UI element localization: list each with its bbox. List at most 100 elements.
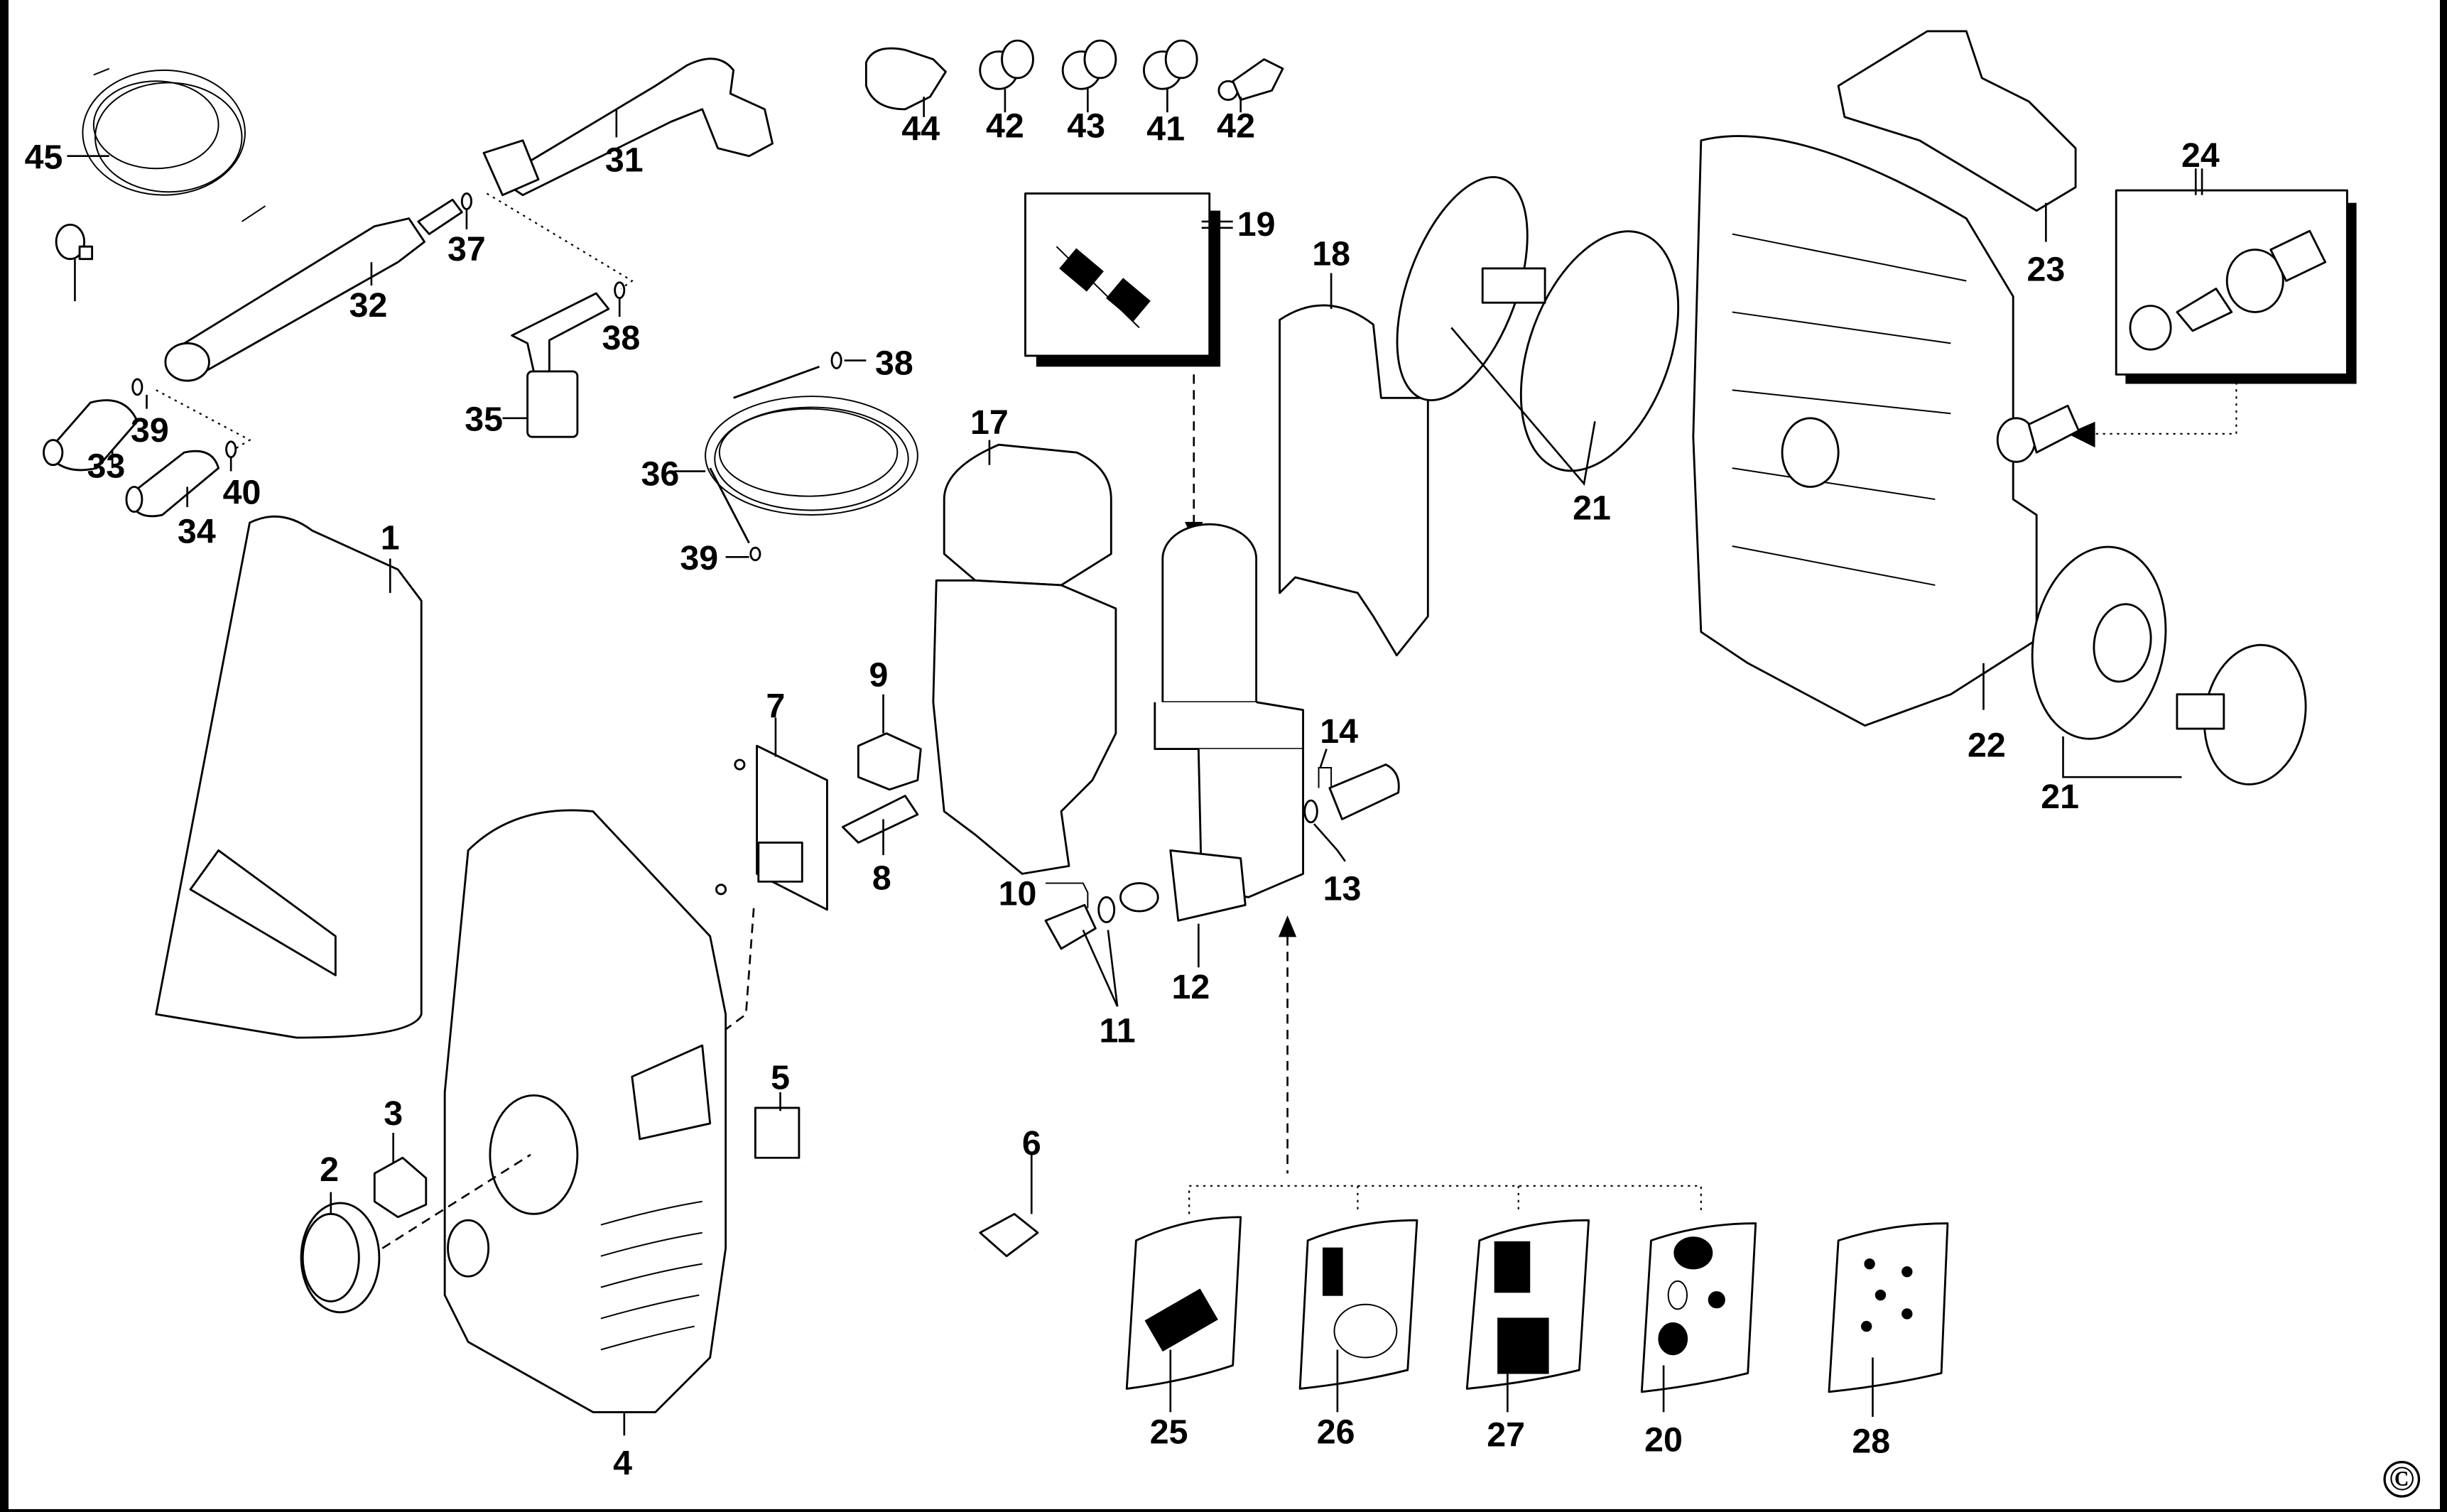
label-21b: 21: [2041, 778, 2079, 816]
part-42-coupler-b: [1061, 39, 1117, 113]
bottom-border: [0, 1509, 2447, 1512]
part-38-o-ring-top: [830, 352, 842, 369]
part-24-hose-connector-kit: [2115, 168, 2357, 384]
part-14-inlet-clip: [1318, 766, 1333, 788]
part-11-outlet-connector: [1044, 882, 1159, 1007]
part-38-o-ring-bottom: [749, 546, 761, 562]
label-36: 36: [641, 455, 679, 493]
dashed-7: [720, 908, 755, 1034]
label-35: 35: [465, 400, 503, 438]
label-1: 1: [381, 518, 400, 557]
part-1-handle: [155, 515, 423, 1039]
part-2-knob: [300, 1192, 381, 1314]
part-4-front-housing: [443, 809, 727, 1436]
part-36-high-pressure-hose: [674, 365, 918, 544]
label-2: 2: [320, 1151, 339, 1189]
label-8: 8: [872, 859, 891, 897]
label-41: 42: [1217, 107, 1255, 145]
label-37a: 37: [447, 230, 486, 268]
part-22-rear-housing: [1692, 135, 2038, 727]
part-32-lance: [164, 198, 463, 382]
label-34: 34: [178, 513, 216, 551]
part-42-coupler-a: [979, 39, 1034, 113]
label-42a: 42: [986, 107, 1024, 145]
part-25-electrical-kit: [1125, 1216, 1242, 1413]
copyright-symbol: ©: [2389, 1460, 2414, 1498]
dashed-2: [381, 1153, 531, 1249]
label-44: 45: [25, 138, 63, 176]
label-39b: 40: [223, 474, 261, 512]
label-37b: 38: [602, 319, 641, 357]
label-33: 33: [87, 447, 126, 485]
label-23: 23: [2026, 250, 2065, 288]
label-19: 19: [1237, 205, 1276, 244]
label-32: 32: [349, 286, 388, 325]
label-31: 31: [605, 141, 644, 180]
part-18-inner-housing: [1279, 273, 1429, 657]
part-43-brush-attachment: [864, 47, 947, 117]
label-24: 24: [2181, 136, 2220, 175]
label-9: 9: [869, 656, 889, 695]
label-25: 25: [1150, 1413, 1188, 1451]
label-28: 28: [1852, 1423, 1890, 1461]
label-40: 41: [1146, 110, 1185, 148]
label-10: 10: [999, 874, 1037, 913]
part-19-carbon-brushes: [1024, 192, 1233, 367]
part-35-detergent-bottle: [502, 292, 610, 438]
label-13: 13: [1323, 870, 1362, 908]
part-33-rotary-nozzle: [43, 399, 139, 472]
part-5-cord-grommet: [754, 1092, 801, 1159]
part-31-trigger-gun: [482, 58, 774, 197]
label-3: 3: [384, 1094, 403, 1133]
part-13-inlet-connector: [1303, 763, 1400, 862]
left-border: [0, 0, 9, 1512]
arrow-24: [2091, 382, 2237, 435]
part-26-seal-kit: [1298, 1219, 1418, 1413]
label-20: 20: [1644, 1420, 1683, 1459]
label-18: 18: [1312, 235, 1350, 273]
label-38b: 39: [680, 539, 718, 577]
part-7-circuit-board: [715, 717, 828, 911]
part-39-o-ring-rotary: [131, 378, 143, 396]
label-4: 4: [613, 1444, 632, 1482]
part-27-piston-kit: [1465, 1219, 1590, 1413]
part-24-assembled-connector: [1996, 404, 2080, 463]
part-17-motor-cover: [932, 440, 1117, 875]
label-7: 7: [766, 687, 785, 726]
label-21a: 21: [1573, 489, 1611, 528]
part-21-wheel-right: [2031, 545, 2307, 785]
part-6-power-cord: [802, 1154, 1039, 1261]
label-27: 27: [1487, 1416, 1525, 1454]
part-44-garden-hose: [67, 67, 266, 222]
part-39-o-ring-variable: [225, 440, 237, 459]
copyright-mark: ©: [2383, 1460, 2421, 1498]
part-motor-pump-assembly: [1154, 523, 1304, 922]
part-20-valve-kit: [1640, 1222, 1757, 1413]
part-9-switch: [857, 694, 922, 791]
label-14: 14: [1320, 712, 1358, 751]
label-26: 26: [1317, 1413, 1355, 1451]
label-42b: 43: [1067, 107, 1105, 145]
part-40-hose-coupler: [1143, 39, 1198, 113]
part-10-retaining-clip: [1046, 882, 1089, 908]
part-41-tap-adaptor: [1217, 58, 1284, 113]
part-21-wheel-left: [1396, 175, 1680, 486]
part-3-clip: [373, 1133, 428, 1219]
part-45-hose-clamp: [55, 223, 94, 302]
label-22: 22: [1968, 727, 2006, 765]
label-39a: 39: [131, 411, 169, 450]
part-37-o-ring-gun: [460, 192, 472, 210]
label-6: 6: [1022, 1124, 1041, 1163]
part-34-variable-nozzle: [125, 450, 220, 518]
label-17: 17: [970, 403, 1009, 442]
right-border: [2440, 0, 2447, 1512]
part-28-screw-kit: [1828, 1222, 1949, 1417]
label-38a: 38: [875, 344, 913, 382]
label-43: 44: [901, 110, 940, 148]
part-37-o-ring-bottle: [614, 281, 626, 300]
kit-bracket: [1188, 1185, 1702, 1214]
label-5: 5: [771, 1059, 790, 1097]
part-8-switch-shaft: [841, 795, 919, 856]
